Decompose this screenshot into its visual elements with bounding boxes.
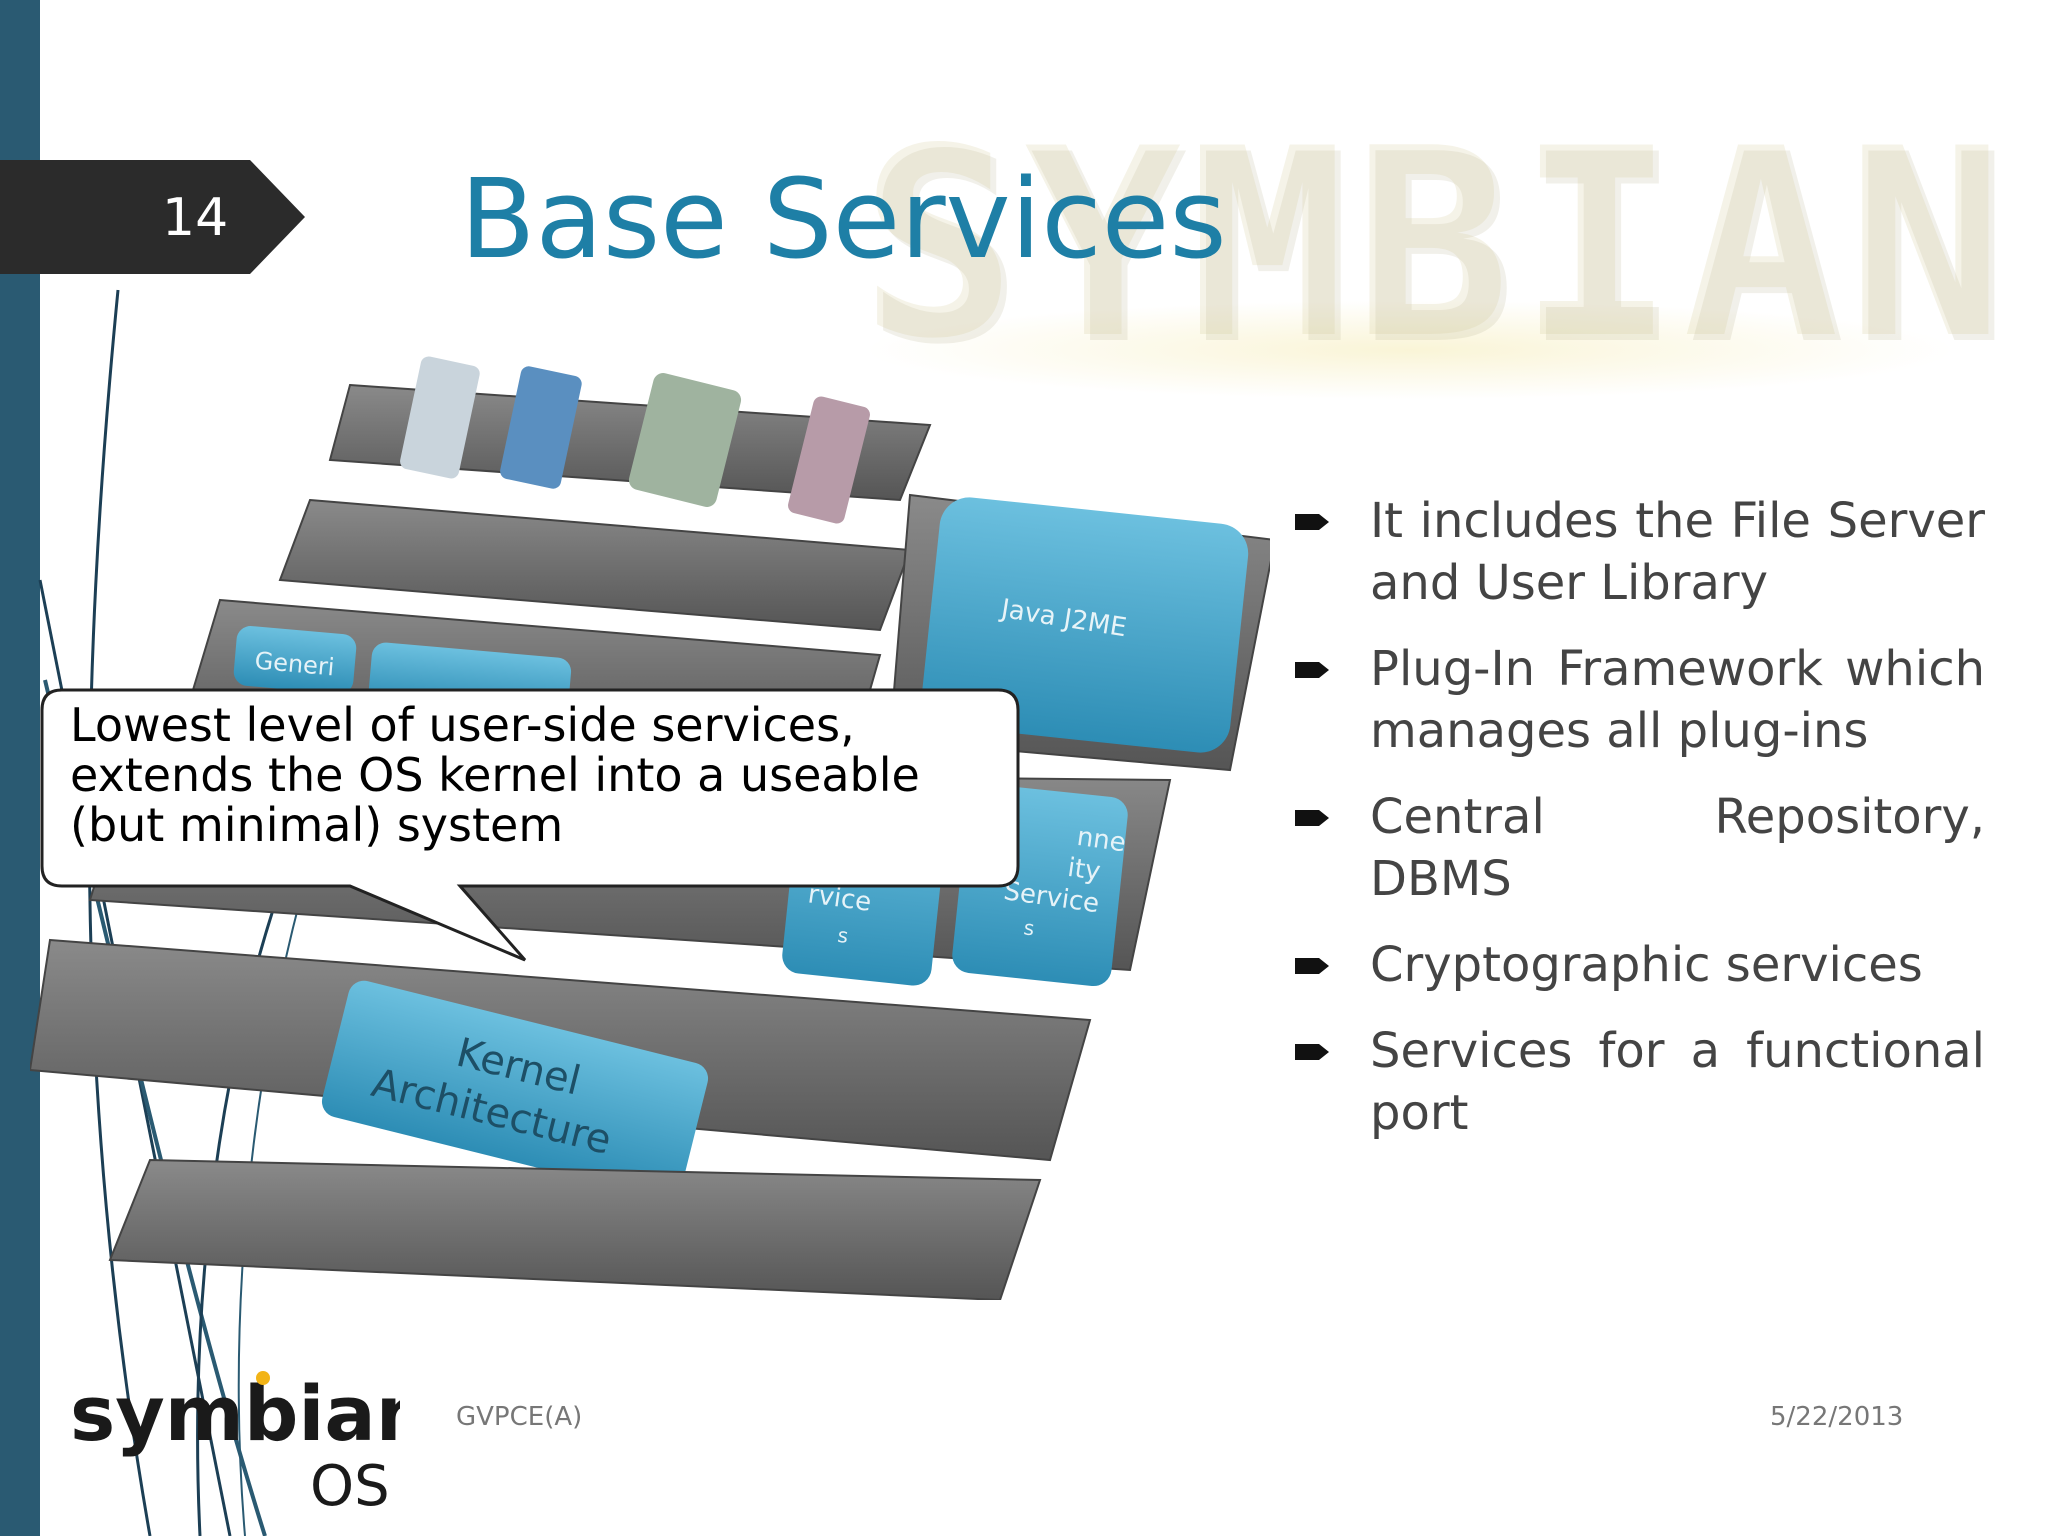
callout-line: Lowest level of user-side services, <box>70 698 855 752</box>
callout-text: Lowest level of user-side services, exte… <box>70 700 1020 850</box>
service-label-2: s <box>836 923 850 948</box>
symbian-os-logo: symbian OS <box>70 1370 400 1519</box>
bullet-text: Cryptographic services <box>1370 937 1923 993</box>
phone-icons <box>400 356 870 524</box>
conn-label-1: nne <box>1075 822 1128 859</box>
bullet-item: Plug-In Framework which manages all plug… <box>1295 638 1985 762</box>
footer-org: GVPCE(A) <box>456 1402 583 1432</box>
watermark-glow <box>860 300 1960 400</box>
arrow-bullet-icon <box>1295 810 1329 826</box>
bullet-text: Plug-In Framework which manages all plug… <box>1370 641 1985 759</box>
bullet-item: Cryptographic services <box>1295 934 1985 996</box>
arrow-bullet-icon <box>1295 662 1329 678</box>
conn-label-2: ity <box>1066 853 1103 887</box>
callout-bubble <box>40 688 1020 962</box>
generic-label: Generi <box>254 647 336 682</box>
bullet-text: Central Repository, DBMS <box>1370 789 1985 907</box>
slide-number-tab <box>0 160 305 274</box>
footer-date: 5/22/2013 <box>1770 1402 1904 1432</box>
callout-line: extends the OS kernel into a useable <box>70 748 920 802</box>
logo-os: OS <box>310 1454 390 1519</box>
page-title: Base Services <box>460 155 1227 283</box>
arrow-bullet-icon <box>1295 1044 1329 1060</box>
arrow-bullet-icon <box>1295 958 1329 974</box>
slide-number: 14 <box>162 188 229 248</box>
bullet-text: It includes the File Server and User Lib… <box>1370 493 1985 611</box>
logo-wordmark: symbian <box>70 1370 400 1458</box>
bullet-item: Services for a functional port <box>1295 1020 1985 1144</box>
arrow-bullet-icon <box>1295 514 1329 530</box>
conn-label-4: s <box>1022 915 1036 940</box>
symbian-watermark: SYMBIAN <box>860 94 2012 396</box>
bullet-item: Central Repository, DBMS <box>1295 786 1985 910</box>
bullet-item: It includes the File Server and User Lib… <box>1295 490 1985 614</box>
callout-line: (but minimal) system <box>70 798 564 852</box>
bullet-text: Services for a functional port <box>1370 1023 1985 1141</box>
bullet-list: It includes the File Server and User Lib… <box>1295 490 1985 1168</box>
